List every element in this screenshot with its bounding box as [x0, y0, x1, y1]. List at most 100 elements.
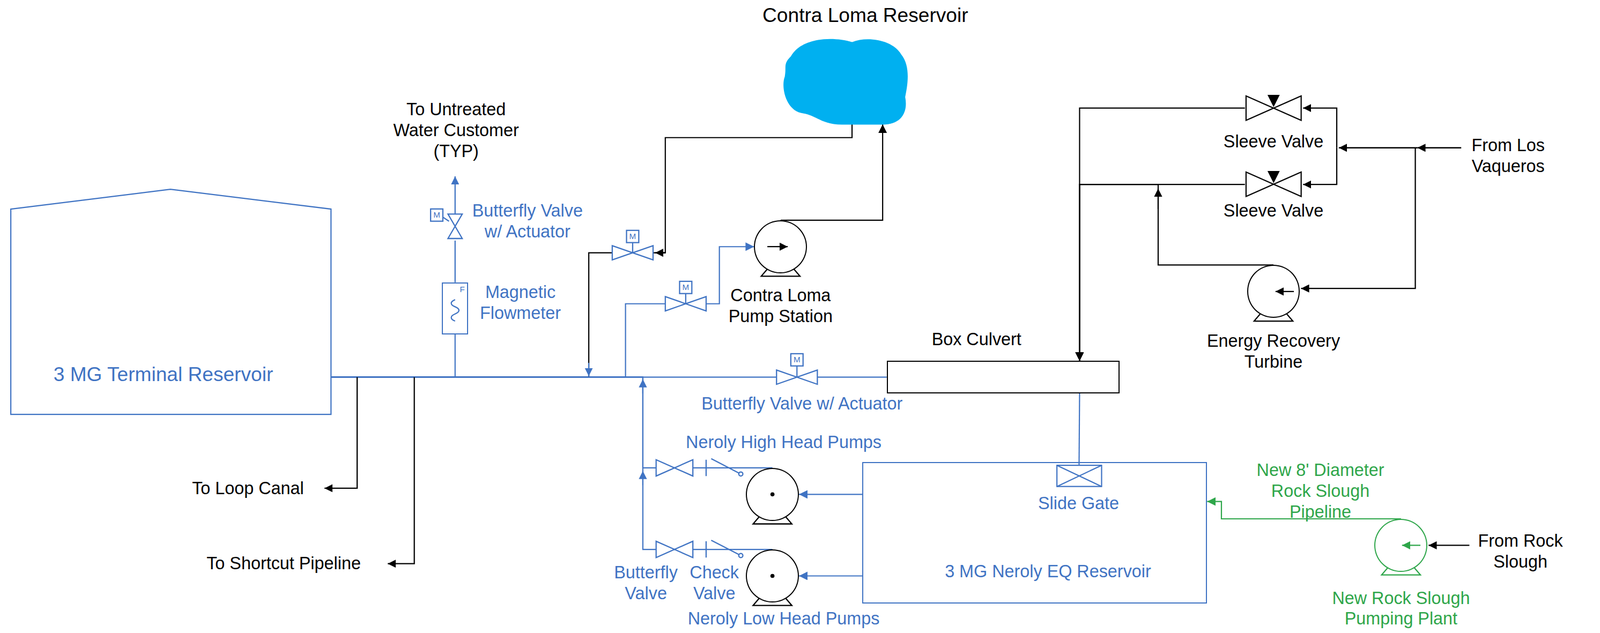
pump-circle: New Rock Slough Pumping Plant	[1374, 519, 1428, 573]
pump-circle: Neroly High Head Pumps	[745, 468, 799, 522]
flow-arrow	[642, 471, 644, 486]
rock-slough-inlet	[1428, 544, 1470, 546]
reservoir-building: 3 MG Terminal Reservoir	[10, 188, 332, 416]
pump-base	[1381, 567, 1421, 575]
pump-arrow	[767, 246, 788, 248]
pump-base	[1254, 314, 1293, 322]
sleeve-feed-pipe	[1302, 147, 1337, 185]
node-label: Neroly Low Head Pumps	[687, 608, 880, 630]
pipe-connector	[331, 246, 754, 377]
check-valve-hinge	[738, 472, 744, 477]
actuator-stem	[442, 217, 449, 222]
actuator-box	[790, 353, 804, 367]
node-label: Sleeve Valve	[1223, 200, 1324, 222]
actuator-letter: M	[629, 231, 637, 242]
flow-arrow	[1157, 188, 1159, 210]
reservoir-blob: Contra Loma Reservoir	[780, 35, 911, 125]
node-label: Energy Recovery Turbine	[1204, 330, 1343, 373]
sleeve-valve: Sleeve Valve	[1245, 171, 1303, 198]
pipe-connector	[331, 334, 455, 378]
pump-base	[761, 269, 800, 277]
culvert-box: Box Culvert	[886, 360, 1120, 394]
pipe-label: From Rock Slough	[1474, 530, 1567, 573]
customer-pipe	[454, 240, 456, 283]
pipe-connector	[798, 493, 863, 495]
pipe-label: To Shortcut Pipeline	[206, 553, 361, 575]
butterfly-valve	[656, 541, 694, 558]
actuator-box	[626, 230, 639, 243]
shortcut-pipe	[387, 377, 414, 565]
green-pipes	[1381, 545, 1421, 575]
pump-arrow	[1402, 544, 1421, 546]
pump-circle: Neroly Low Head Pumps	[745, 549, 799, 603]
butterfly-valve	[447, 213, 463, 239]
pipe-connector	[331, 377, 773, 550]
node-label: New Rock Slough Pumping Plant	[1330, 588, 1472, 631]
node-label: Magnetic Flowmeter	[473, 282, 568, 324]
los-vaqueros-pipe	[1417, 147, 1462, 149]
flowmeter-coil	[451, 299, 459, 322]
sleeve-valve-actuator	[1267, 94, 1280, 108]
node-label: Contra Loma Reservoir	[762, 3, 968, 28]
pipe-connector	[780, 124, 883, 221]
flow-arrow	[588, 363, 590, 377]
pipe-label: Butterfly Valve w/ Actuator	[701, 393, 903, 415]
node-label: Neroly High Head Pumps	[685, 432, 882, 454]
sleeve-valve-body	[1246, 172, 1302, 197]
slide-gate-box	[1056, 465, 1102, 487]
sleeve-valve-body	[1246, 95, 1302, 121]
pump-centre	[770, 492, 775, 498]
check-valve	[706, 540, 739, 558]
actuator-letter: M	[682, 282, 690, 293]
reservoir-blob-shape	[780, 35, 911, 125]
los-vaqueros-pipe	[1338, 147, 1418, 149]
slide-gate-cross	[1056, 465, 1102, 487]
pipe-connector	[1079, 184, 1245, 361]
pipe-connector	[331, 377, 773, 469]
reservoir-box: 3 MG Neroly EQ Reservoir Slide Gate	[862, 462, 1207, 604]
flowmeter-box: FMagnetic Flowmeter	[441, 282, 469, 335]
pump-centres	[770, 492, 775, 579]
node-label: 3 MG Terminal Reservoir	[53, 362, 274, 387]
actuator-stem	[685, 293, 687, 305]
node-label: 3 MG Neroly EQ Reservoir	[944, 561, 1152, 583]
slide-gate: Slide Gate	[1056, 464, 1103, 488]
blue-pipes	[451, 176, 643, 486]
check-valve	[706, 458, 739, 477]
pipe-label: To Untreated Water Customer (TYP)	[383, 99, 529, 162]
pump-base	[752, 516, 792, 524]
loop-canal-pipe	[324, 377, 358, 489]
reservoir-shape	[783, 38, 908, 125]
sleeve-valve: Sleeve Valve	[1245, 94, 1303, 122]
sleeve-valve-shape	[1245, 171, 1303, 198]
pipe-connector	[331, 124, 853, 378]
actuator-letter: M	[793, 354, 801, 365]
pump-arrow	[1275, 291, 1294, 293]
node-label: Contra Loma Pump Station	[723, 285, 838, 328]
actuator-box	[679, 281, 692, 294]
pipe-label: To Loop Canal	[191, 478, 305, 500]
sleeve-valve-actuator	[1267, 171, 1280, 184]
pipe-label: Butterfly Valve w/ Actuator	[467, 200, 589, 243]
pipe-connector	[1079, 108, 1245, 362]
sleeve-feed-pipe	[1302, 108, 1337, 148]
pipe-label: Butterfly Valve	[607, 562, 685, 605]
reservoir-outline	[10, 189, 331, 415]
pipe-connector	[798, 575, 863, 577]
pump-base	[752, 598, 792, 606]
flow-arrow	[642, 379, 644, 394]
pump-centre	[770, 574, 775, 579]
pipe-label: From Los Vaqueros	[1467, 135, 1550, 177]
slide-gate-shape	[1056, 464, 1103, 488]
sleeve-valve-shape	[1245, 94, 1303, 122]
black-pipes	[324, 108, 1470, 606]
butterfly-valve	[656, 460, 694, 477]
actuator-stem	[796, 366, 798, 378]
pipe-connector	[1079, 184, 1274, 361]
turbine-circle: Energy Recovery Turbine	[1247, 264, 1301, 318]
pump-circle: Contra Loma Pump Station	[753, 220, 807, 274]
